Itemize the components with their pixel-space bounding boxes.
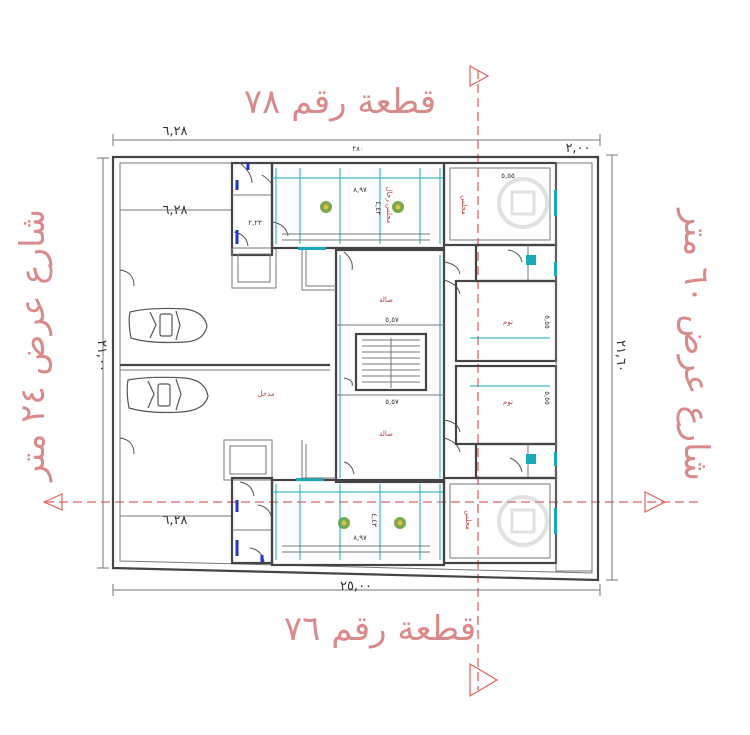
watermark-logo-lower [497,495,549,547]
dimension-lines [97,134,618,596]
left-zone: ٦,٢٨ ٦,٢٨ [119,203,330,528]
lower-court-width: ٨,٩٧ [353,534,367,542]
dim-top-right: ٢,٠٠ [565,141,590,156]
upper-hall-width: ٥,٥٧ [385,316,399,324]
street-right-label: شارع عرض ٦٠ متر [676,207,716,481]
outer-wall [111,155,600,582]
upper-service-block: ٢,٢٣ [230,161,289,289]
lower-court-height: ٤,٤٣ [370,513,378,527]
lower-courtyard: ٨,٩٧ ٤,٤٣ [270,478,446,567]
axis-arrow-top [469,64,490,88]
dim-right-side: ٢١,٦٠ [613,340,628,372]
dim-top-left: ٦,٢٨ [162,124,187,139]
dim-top-mid: ٢٨٠ [352,145,363,153]
svg-text:مجلس رجال: مجلس رجال [385,187,393,224]
window-marks [246,163,264,562]
right-rooms: ٥,٥٥ مجلس ٥,٥٥ نوم ٥,٥٥ نوم مجلس [442,161,593,572]
dim-left-side: ٢١,٠٠ [94,340,109,372]
right-lower-width: ٥,٥٥ [543,391,551,405]
parking-label: مدخل [257,390,274,398]
svg-text:مجلس: مجلس [460,195,468,215]
street-left-label: شارع عرض ٢٤ متر [13,209,53,483]
car-icon-upper [128,307,208,344]
plot-top-label: قطعة رقم ٧٨ [244,82,436,122]
right-top-width: ٥,٥٥ [501,172,515,180]
plant-icon [320,201,406,529]
room-lower-dim: ٦,٢٨ [162,513,187,528]
axis-arrow-left [42,493,63,511]
corridor-walls [301,250,336,479]
svg-text:نوم: نوم [503,398,513,406]
svg-text:صالة: صالة [379,430,393,438]
watermark-logo-upper [497,177,549,229]
central-hall: ٥,٥٧ ٥,٥٧ صالة صالة [334,248,461,484]
axis-arrow-right [644,491,667,513]
car-icon-lower [126,376,209,414]
upper-court-height: ٤,٤٣ [374,201,382,215]
stair [354,332,428,392]
upper-court-width: ٨,٩٧ [353,186,367,194]
dim-bottom: ٢٥,٠٠ [340,579,372,594]
lower-hall-width: ٥,٥٧ [385,398,399,406]
svg-text:مجلس: مجلس [464,510,472,530]
svg-text:صالة: صالة [379,296,393,304]
right-room-width: ٥,٥٥ [543,315,551,329]
svg-text:نوم: نوم [503,318,513,326]
svg-text:٢,٢٣: ٢,٢٣ [248,219,262,227]
plot-bottom-label: قطعة رقم ٧٦ [284,609,476,649]
upper-courtyard: ٨,٩٧ ٤,٤٣ مجلس رجال [270,161,446,250]
axis-arrow-bottom [469,662,499,698]
